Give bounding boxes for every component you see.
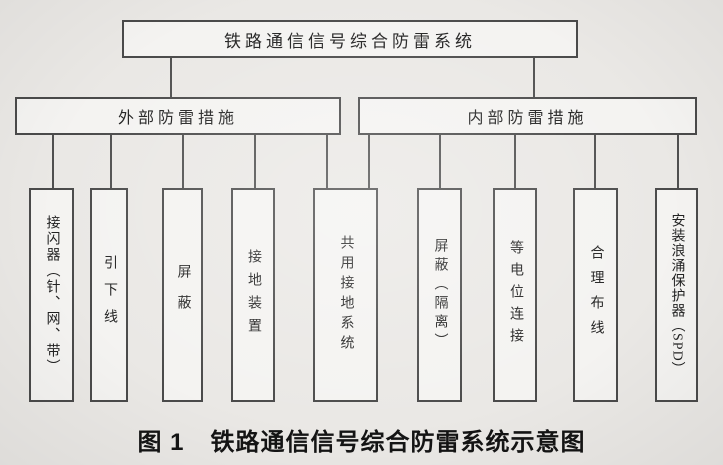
leaf-box-reasonable-wiring: 合理布线 [573,188,618,402]
root-label: 铁路通信信号综合防雷系统 [224,31,476,51]
leaf-box-equipotential-bonding: 等电位连接 [493,188,537,402]
figure-number: 图 1 [137,429,185,456]
leaf-box-spd-installation: 安装浪涌保护器（SPD） [655,188,698,402]
root-box: 铁路通信信号综合防雷系统 [122,20,578,58]
leaf-equipotential-bonding-label: 等电位连接 [508,240,523,350]
connector-external-leaf3 [182,135,184,188]
figure-caption: 图 1 铁路通信信号综合防雷系统示意图 [0,422,723,457]
leaf-common-grounding-system-label: 共用接地系统 [338,235,354,355]
branch-box-external: 外部防雷措施 [15,97,341,135]
connector-internal-leaf9 [677,135,679,188]
connector-root-internal [533,58,535,97]
connector-root-external [170,58,172,97]
connector-internal-leaf7 [514,135,516,188]
leaf-down-conductor-label: 引下线 [102,254,117,336]
connector-external-leaf4 [254,135,256,188]
leaf-shielding-external-label: 屏蔽 [175,264,191,326]
leaf-reasonable-wiring-label: 合理布线 [588,245,604,345]
branch-box-internal: 内部防雷措施 [358,97,697,135]
connector-external-leaf1 [52,135,54,188]
leaf-box-grounding-device: 接地装置 [231,188,275,402]
branch-external-label: 外部防雷措施 [117,110,238,127]
connector-internal-leaf5 [368,135,370,188]
figure-title: 铁路通信信号综合防雷系统示意图 [210,429,586,456]
leaf-shielding-isolation-label: 屏蔽（隔离） [432,238,448,352]
leaf-air-terminal-label: 接闪器（针、网、带） [44,215,60,375]
leaf-spd-installation-label: 安装浪涌保护器（SPD） [669,213,685,377]
leaf-grounding-device-label: 接地装置 [246,249,261,341]
leaf-box-common-grounding-system: 共用接地系统 [313,188,378,402]
leaf-box-shielding-isolation: 屏蔽（隔离） [417,188,462,402]
connector-external-leaf2 [110,135,112,188]
connector-internal-leaf6 [439,135,441,188]
branch-internal-label: 内部防雷措施 [467,110,588,127]
leaf-box-shielding-external: 屏蔽 [162,188,203,402]
leaf-box-down-conductor: 引下线 [90,188,128,402]
connector-internal-leaf8 [594,135,596,188]
leaf-box-air-terminal: 接闪器（针、网、带） [29,188,74,402]
connector-external-leaf5 [326,135,328,188]
